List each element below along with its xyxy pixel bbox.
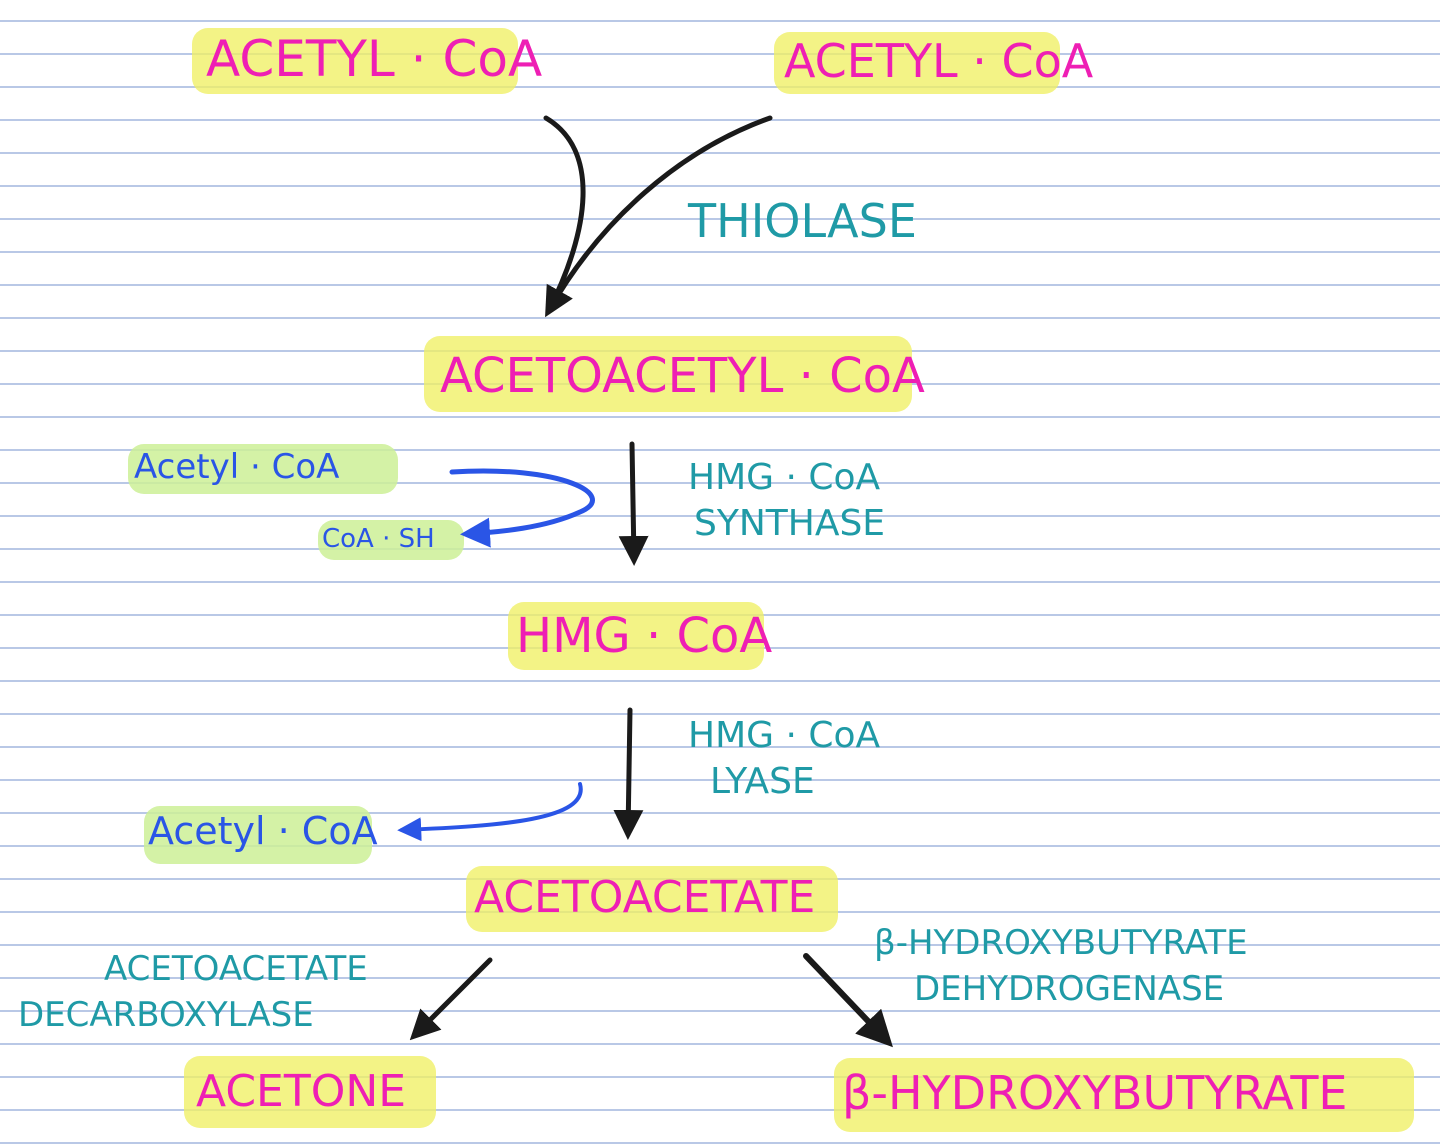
- hmg-coa-label: HMG · CoA: [516, 608, 773, 664]
- highlight-acetyl-coa-in: [128, 444, 398, 494]
- hmg-coa-lyase-line1: HMG · CoA: [688, 715, 881, 756]
- acetyl-coa-out-label: Acetyl · CoA: [148, 809, 378, 853]
- dehydrogenase-arrow: [803, 953, 893, 1048]
- highlight-bhb: [834, 1058, 1414, 1132]
- hmg-lyase-arrow: [613, 707, 644, 840]
- acetoacetate-label: ACETOACETATE: [474, 872, 816, 923]
- bhb-dehydrogenase-line2: DEHYDROGENASE: [914, 969, 1225, 1009]
- hmg-synthase-arrow: [618, 441, 649, 566]
- highlight-acetone: [184, 1056, 436, 1128]
- highlight-hmg-coa: [508, 602, 764, 670]
- highlight-coa-sh: [318, 520, 464, 560]
- coa-sh-label: CoA · SH: [322, 524, 435, 554]
- highlight-acetyl-coa-right: [774, 32, 1060, 94]
- hmg-coa-synthase-line1: HMG · CoA: [688, 457, 881, 498]
- hmg-coa-lyase-line2: LYASE: [710, 761, 815, 802]
- beta-hydroxybutyrate-label: β-HYDROXYBUTYRATE: [842, 1066, 1348, 1120]
- acetoacetate-decarboxylase-line2: DECARBOXYLASE: [18, 995, 314, 1035]
- acetyl-coa-left-label: ACETYL · CoA: [206, 30, 543, 88]
- highlight-acetoacetyl-coa: [424, 336, 912, 412]
- thiolase-label: THIOLASE: [688, 194, 917, 248]
- acetyl-coa-in-curve-arrow: [449, 468, 595, 548]
- acetyl-coa-in-label: Acetyl · CoA: [134, 447, 340, 487]
- bhb-dehydrogenase-line1: β-HYDROXYBUTYRATE: [874, 923, 1248, 963]
- hmg-coa-synthase-line2: SYNTHASE: [694, 503, 886, 544]
- highlight-acetyl-coa-left: [192, 28, 518, 94]
- acetyl-coa-out-curve-arrow: [397, 782, 583, 842]
- decarboxylase-arrow: [409, 957, 493, 1041]
- acetoacetyl-coa-label: ACETOACETYL · CoA: [440, 348, 925, 404]
- thiolase-arrow-left-branch: [543, 115, 586, 315]
- acetone-label: ACETONE: [196, 1066, 407, 1117]
- acetoacetate-decarboxylase-line1: ACETOACETATE: [104, 949, 368, 989]
- highlight-acetoacetate: [466, 866, 838, 932]
- highlight-acetyl-coa-out: [144, 806, 372, 864]
- acetyl-coa-right-label: ACETYL · CoA: [784, 34, 1094, 88]
